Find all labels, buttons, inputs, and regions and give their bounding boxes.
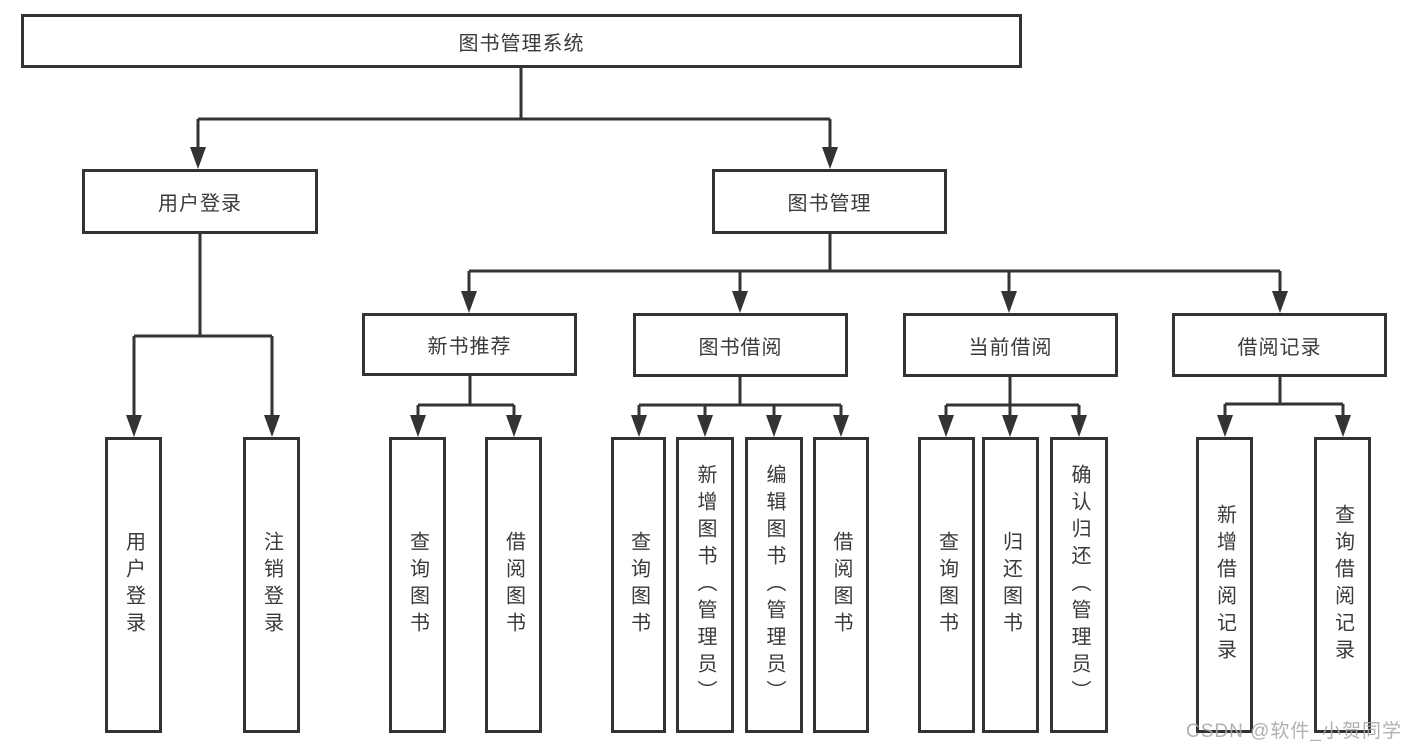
leaf-add-borrow-record: 新增借阅记录 [1196,437,1253,733]
leaf-logout: 注销登录 [243,437,300,733]
node-borrowing-records: 借阅记录 [1172,313,1387,377]
leaf-return-book: 归还图书 [982,437,1039,733]
node-user-login: 用户登录 [82,169,318,234]
leaf-user-login: 用户登录 [105,437,162,733]
leaf-query-books-borrowing: 查询图书 [611,437,666,733]
leaf-add-book-admin: 新增图书（管理员） [676,437,734,733]
node-current-borrowing: 当前借阅 [903,313,1118,377]
node-root: 图书管理系统 [21,14,1022,68]
arrowheads [126,147,1351,437]
node-book-management: 图书管理 [712,169,947,234]
leaf-query-borrow-record: 查询借阅记录 [1314,437,1371,733]
leaf-query-books-current: 查询图书 [918,437,975,733]
watermark: CSDN @软件_小贺同学 [1186,721,1402,742]
node-book-borrowing: 图书借阅 [633,313,848,377]
leaf-edit-book-admin: 编辑图书（管理员） [745,437,803,733]
leaf-confirm-return-admin: 确认归还（管理员） [1050,437,1108,733]
leaf-borrow-books-borrowing: 借阅图书 [813,437,869,733]
leaf-borrow-books-recommend: 借阅图书 [485,437,542,733]
leaf-query-books-recommend: 查询图书 [389,437,446,733]
node-new-book-recommend: 新书推荐 [362,313,577,376]
